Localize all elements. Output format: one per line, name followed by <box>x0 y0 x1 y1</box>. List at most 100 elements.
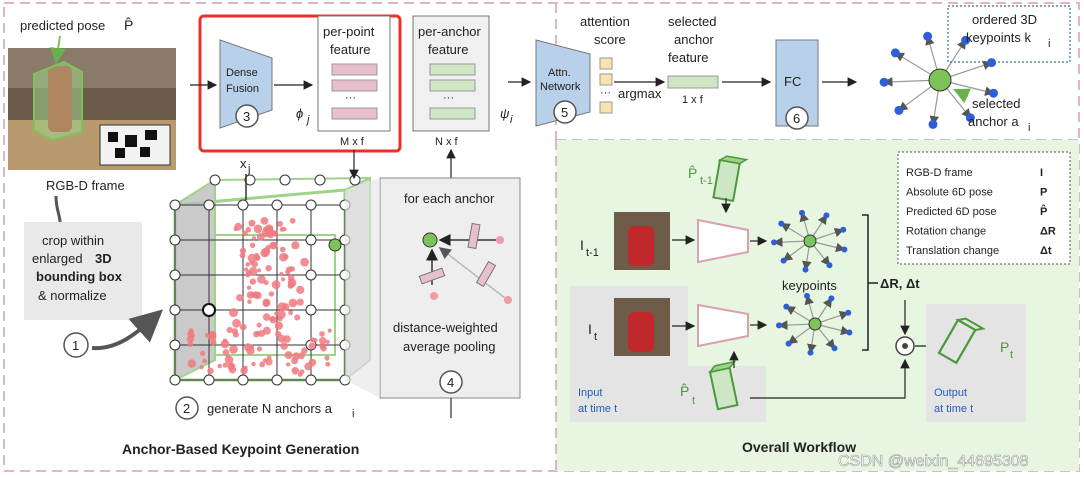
svg-text:···: ··· <box>600 87 611 99</box>
input-text-2: at time t <box>578 403 617 415</box>
anchor-node <box>271 199 283 211</box>
point-cloud-point <box>253 224 263 234</box>
anchor-node <box>279 174 291 186</box>
highlighted-module-frame <box>198 14 402 153</box>
keypoint <box>989 88 998 98</box>
crop-text-1: crop within <box>42 233 104 248</box>
point-cloud-point <box>257 275 266 284</box>
p-hat-cur-sub: t <box>692 395 695 407</box>
sel-anchor-sub: i <box>1028 122 1030 134</box>
crop-box <box>24 222 142 320</box>
legend-symbol: I <box>1040 167 1043 179</box>
point-cloud-point <box>284 351 293 360</box>
p-hat-cur-label: P̂ <box>680 383 689 399</box>
point-cloud-point <box>291 367 300 375</box>
point-cloud-point <box>245 262 250 267</box>
point-cloud-point <box>281 303 290 311</box>
point-cloud-point <box>200 350 206 356</box>
cur-frame-image <box>614 298 670 356</box>
prev-keypoints <box>771 209 848 273</box>
point-cloud-point <box>204 332 210 338</box>
anchor-node <box>237 199 249 211</box>
point-cloud-point <box>308 342 316 350</box>
xj-label: x <box>240 156 247 171</box>
point-cloud-point <box>262 227 268 233</box>
point-cloud-point <box>288 310 293 316</box>
point-cloud-point <box>210 339 217 346</box>
phi-symbol: ϕ <box>296 106 303 121</box>
point-cloud-point <box>252 236 256 241</box>
keypoint <box>828 295 835 302</box>
point-cloud-point <box>289 217 296 224</box>
per-point-text-2: feature <box>330 42 370 57</box>
point-cloud-point <box>296 285 305 294</box>
anchor-node <box>169 339 181 351</box>
legend-box <box>897 151 1071 265</box>
point-cloud-point <box>265 244 271 250</box>
point-cloud-point <box>263 280 269 286</box>
keypoint <box>840 226 847 233</box>
keypoint <box>771 239 777 246</box>
point-cloud-point <box>281 277 286 282</box>
keypoint <box>846 329 853 336</box>
point-cloud-point <box>202 358 208 364</box>
point-cloud-point <box>297 372 303 377</box>
cur-keypoints <box>776 292 853 356</box>
point-cloud-point <box>271 280 281 290</box>
step-2-number: 2 <box>183 401 190 416</box>
step-6-number: 6 <box>793 111 800 126</box>
point-cloud-point <box>222 338 228 344</box>
point-cloud-point <box>285 362 291 367</box>
step-2-circle <box>175 396 199 420</box>
point-cloud-point <box>257 268 262 273</box>
fc-label: FC <box>784 74 801 89</box>
point-cloud-point <box>324 355 330 361</box>
rgbd-frame-label: RGB-D frame <box>46 178 125 193</box>
point-cloud-point <box>291 241 300 250</box>
watermark: CSDN @weixin_44695308 <box>838 453 1029 470</box>
point-cloud-point <box>277 334 286 343</box>
point-cloud-point <box>239 247 247 254</box>
nxf-label: N x f <box>435 136 459 148</box>
p-out-label: P <box>1000 339 1009 355</box>
point-cloud-point <box>268 291 275 297</box>
legend-label: RGB-D frame <box>906 167 973 179</box>
svg-text:···: ··· <box>345 92 356 104</box>
point-cloud-point <box>239 252 246 259</box>
point-cloud-point <box>327 328 332 333</box>
step-5-number: 5 <box>561 105 568 120</box>
point-cloud-point <box>296 298 304 306</box>
p-hat-prev-sub: t-1 <box>700 175 713 187</box>
i-cur-label: I <box>588 321 592 337</box>
point-cloud-point <box>256 322 262 328</box>
anchor-node <box>237 374 249 386</box>
anchor-node <box>203 199 215 211</box>
point-cloud-point <box>319 331 325 337</box>
keypoints-label: keypoints <box>782 278 837 293</box>
anchor-node <box>244 174 256 186</box>
point-cloud-point <box>244 343 252 352</box>
point-cloud-point <box>260 217 269 225</box>
point-cloud-point <box>279 271 284 277</box>
anchor-node <box>169 304 181 316</box>
anchor-node <box>305 234 317 246</box>
point-cloud-point <box>236 294 244 302</box>
keypoint <box>845 309 852 316</box>
point-cloud-point <box>217 363 222 369</box>
point-cloud-point <box>244 267 249 272</box>
point-cloud-point <box>262 313 271 321</box>
delta-label: ΔR, Δt <box>880 276 920 291</box>
point-cloud-point <box>245 226 252 233</box>
point-cloud-point <box>226 326 233 334</box>
point-cloud-point <box>280 342 288 350</box>
point-cloud-point <box>248 219 256 227</box>
selected-text-1: selected <box>668 14 716 29</box>
anchor-node <box>169 234 181 246</box>
point-cloud-point <box>268 227 274 232</box>
point-cloud-point <box>249 278 257 285</box>
anchor-section-title: Anchor-Based Keypoint Generation <box>122 441 359 457</box>
point-cloud-point <box>246 291 255 299</box>
step-1-number: 1 <box>72 338 79 353</box>
point-cloud-point <box>259 361 266 368</box>
keypoint <box>928 119 938 129</box>
